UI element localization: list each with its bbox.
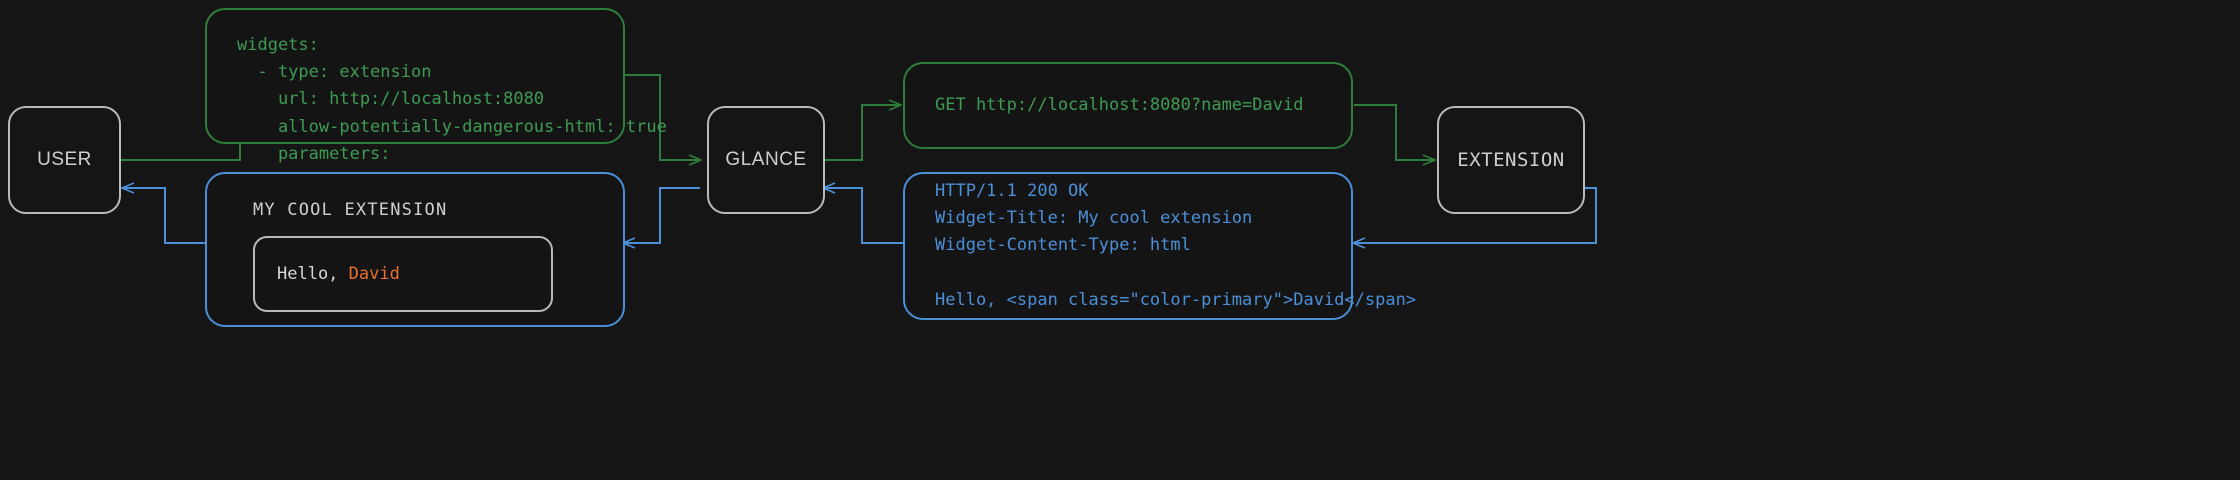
- edge-request-to-extension: [1354, 104, 1434, 160]
- request-block: GET http://localhost:8080?name=David: [903, 62, 1353, 149]
- request-block-code: GET http://localhost:8080?name=David: [935, 94, 1304, 115]
- node-glance[interactable]: GLANCE: [707, 106, 825, 214]
- config-block-code: widgets: - type: extension url: http://l…: [237, 35, 667, 191]
- widget-preview-body: Hello, David: [253, 236, 553, 312]
- node-extension-label: EXTENSION: [1457, 149, 1565, 171]
- widget-greeting-prefix: Hello,: [277, 264, 349, 284]
- edge-glance-to-request: [825, 105, 900, 161]
- edge-glance-to-widget: [624, 187, 700, 243]
- node-extension[interactable]: EXTENSION: [1437, 106, 1585, 214]
- node-glance-label: GLANCE: [725, 149, 807, 170]
- node-user-label: USER: [37, 149, 92, 170]
- response-block: HTTP/1.1 200 OK Widget-Title: My cool ex…: [903, 172, 1416, 320]
- edge-widget-to-user: [123, 188, 205, 244]
- node-user[interactable]: USER: [8, 106, 121, 214]
- edge-response-to-glance: [824, 188, 904, 244]
- widget-preview-title: MY COOL EXTENSION: [253, 200, 448, 220]
- widget-greeting-name: David: [348, 264, 400, 284]
- widget-preview: MY COOL EXTENSION Hello, David: [205, 172, 625, 327]
- config-block: widgets: - type: extension url: http://l…: [205, 8, 667, 191]
- response-block-code: HTTP/1.1 200 OK Widget-Title: My cool ex…: [935, 181, 1417, 310]
